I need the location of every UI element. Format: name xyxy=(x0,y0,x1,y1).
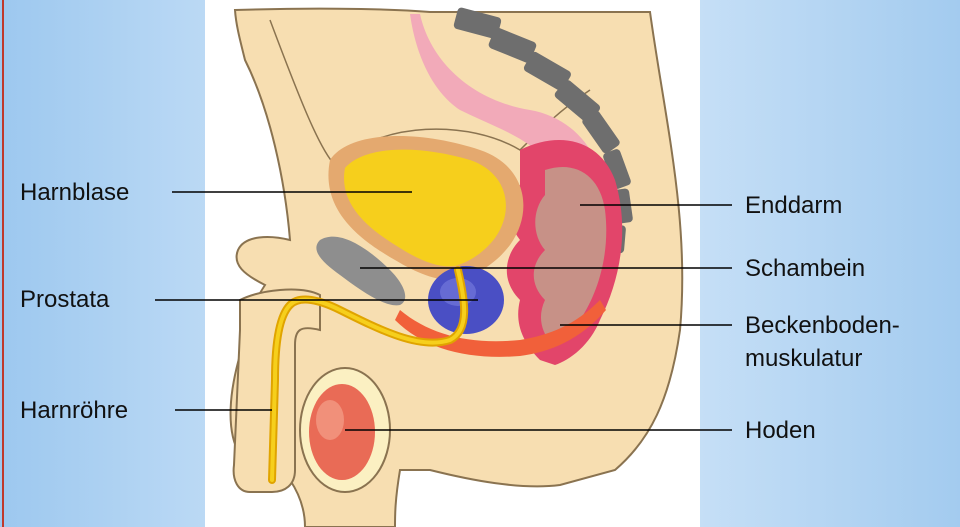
testis-highlight xyxy=(316,400,344,440)
label-beckenboden-line1: Beckenboden- xyxy=(745,312,900,339)
label-schambein: Schambein xyxy=(745,255,865,282)
label-prostata: Prostata xyxy=(20,286,110,313)
label-harnroehre: Harnröhre xyxy=(20,397,128,424)
label-hoden: Hoden xyxy=(745,417,816,444)
label-beckenboden-line2: muskulatur xyxy=(745,345,862,372)
body-illustration xyxy=(231,7,683,527)
label-enddarm: Enddarm xyxy=(745,192,842,219)
label-harnblase: Harnblase xyxy=(20,179,129,206)
